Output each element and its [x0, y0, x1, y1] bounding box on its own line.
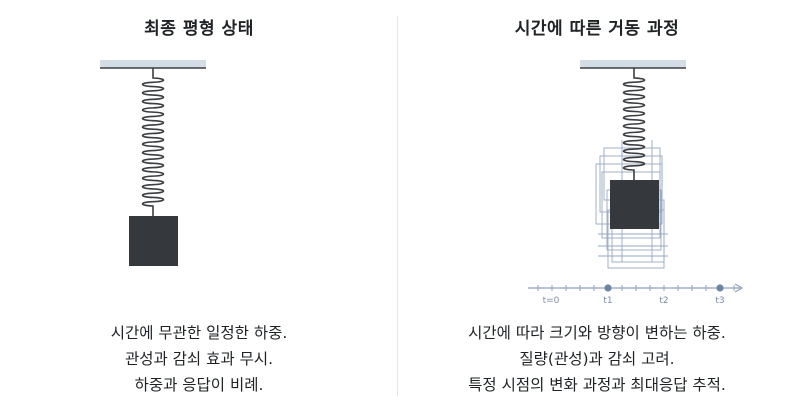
timeline-label-t2: t2	[659, 296, 668, 306]
timeline-ticks	[537, 285, 735, 291]
dynamic-panel: 시간에 따른 거동 과정 t=0 t1 t2	[398, 0, 796, 406]
timeline-label-t3: t3	[715, 296, 724, 306]
static-desc-line-3: 하중과 응답이 비례.	[134, 376, 264, 394]
panel-divider	[397, 16, 398, 396]
static-diagram	[100, 60, 206, 266]
static-description: 시간에 무관한 일정한 하중. 관성과 감쇠 효과 무시. 하중과 응답이 비례…	[0, 320, 398, 398]
timeline-label-t1: t1	[603, 296, 612, 306]
timeline-label-t0: t=0	[543, 296, 560, 306]
motion-ghosts	[595, 140, 668, 269]
timeline-point-t1	[604, 284, 612, 292]
static-panel: 최종 평형 상태 시간에 무관한 일정한 하중. 관성과 감쇠 효과 무시. 하…	[0, 19, 398, 398]
spring	[622, 68, 646, 180]
ceiling-bar	[580, 60, 686, 68]
spring	[141, 68, 165, 216]
timeline-arrowhead	[734, 283, 744, 293]
static-desc-line-1: 시간에 무관한 일정한 하중.	[110, 324, 288, 342]
timeline: t=0 t1 t2 t3	[528, 283, 744, 306]
timeline-point-t3	[716, 284, 724, 292]
ceiling-bar	[100, 60, 206, 68]
dynamic-diagram: t=0 t1 t2 t3	[528, 60, 744, 306]
static-title: 최종 평형 상태	[144, 19, 254, 39]
dynamic-description: 시간에 따라 크기와 방향이 변하는 하중. 질량(관성)과 감쇠 고려. 특정…	[398, 320, 796, 398]
dynamic-desc-line-2: 질량(관성)과 감쇠 고려.	[519, 350, 675, 368]
dynamic-title: 시간에 따른 거동 과정	[514, 19, 680, 39]
static-desc-line-2: 관성과 감쇠 효과 무시.	[124, 350, 274, 368]
mass-block	[610, 180, 659, 229]
mass-block	[129, 216, 178, 266]
dynamic-desc-line-1: 시간에 따라 크기와 방향이 변하는 하중.	[468, 324, 726, 342]
dynamic-desc-line-3: 특정 시점의 변화 과정과 최대응답 추적.	[468, 376, 726, 394]
ghost-frame	[601, 171, 661, 239]
